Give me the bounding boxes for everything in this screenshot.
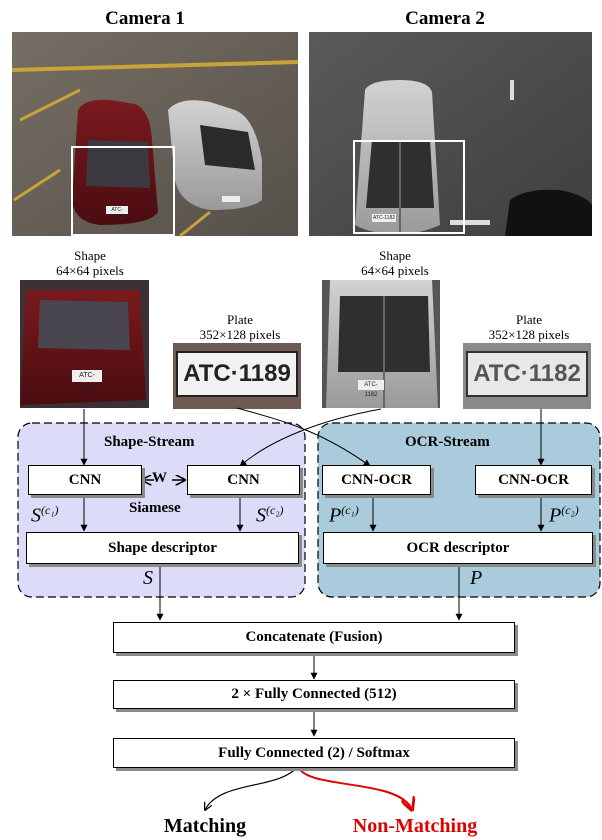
cnn-ocr-box-2: CNN-OCR [475,465,592,495]
cnn-box-1: CNN [28,465,142,495]
plate-crop-2 [463,343,591,409]
matching-output: Matching [163,815,247,837]
camera-1-title: Camera 1 [105,8,185,29]
plate-title-1: Plate [227,312,253,327]
plate-text-1: ATC·1189 [183,360,291,387]
ocr-feature-c1-base: P [329,504,342,527]
shape-feature-c1-sup: (c₁) [41,503,59,517]
shape-crop-1 [20,280,149,408]
camera-2-photo [309,32,592,236]
shape-feature-c1-base: S [31,504,41,527]
fully-connected-softmax-box: Fully Connected (2) / Softmax [113,738,515,768]
camera-1-plate-text: ATC-1189 [111,207,123,221]
shape-feature-c2-base: S [256,504,266,527]
plate-text-2: ATC·1182 [473,360,581,387]
shape-label-1: Shape 64×64 pixels [40,248,140,278]
siamese-label: Siamese [129,500,181,516]
shape-title-1: Shape [74,248,106,263]
cnn-ocr-box-1: CNN-OCR [322,465,431,495]
non-matching-output: Non-Matching [352,815,478,837]
plate-label-2: Plate 352×128 pixels [466,312,592,342]
shape-label-2: Shape 64×64 pixels [340,248,450,278]
concatenate-fusion-box: Concatenate (Fusion) [113,622,515,653]
shape-crop-1-plate-text: ATC-1189 [79,372,95,391]
shape-feature-c2: S(c₂) [256,503,284,528]
camera-2-plate-text: ATC-1182 [372,215,396,221]
plate-label-1: Plate 352×128 pixels [180,312,300,342]
plate-size-1: 352×128 pixels [199,327,281,342]
shape-descriptor-symbol: S [143,567,153,589]
ocr-feature-c2: P(c₂) [549,503,579,528]
ocr-stream-title: OCR-Stream [405,434,490,450]
camera-1-photo [11,32,299,238]
shape-size-1: 64×64 pixels [56,263,124,278]
ocr-descriptor-symbol: P [470,567,483,589]
ocr-feature-c1-sup: (c₁) [341,503,359,517]
shape-size-2: 64×64 pixels [361,263,429,278]
camera-2-title: Camera 2 [405,8,485,29]
shape-title-2: Shape [379,248,411,263]
ocr-descriptor-box: OCR descriptor [323,532,593,564]
shape-stream-title: Shape-Stream [104,434,195,450]
shape-feature-c2-sup: (c₂) [266,503,284,517]
shape-crop-2 [322,280,440,408]
ocr-feature-c1: P(c₁) [329,503,359,528]
plate-crop-1 [173,343,301,409]
plate-size-2: 352×128 pixels [488,327,570,342]
cnn-box-2: CNN [187,465,300,495]
shape-descriptor-box: Shape descriptor [26,532,299,564]
ocr-feature-c2-sup: (c₂) [561,503,579,517]
fully-connected-512-box: 2 × Fully Connected (512) [113,680,515,709]
plate-title-2: Plate [516,312,542,327]
shape-crop-2-plate-text: ATC-1182 [364,382,378,398]
shared-weights-label: W [152,470,167,486]
shape-feature-c1: S(c₁) [31,503,59,528]
ocr-feature-c2-base: P [549,504,562,527]
